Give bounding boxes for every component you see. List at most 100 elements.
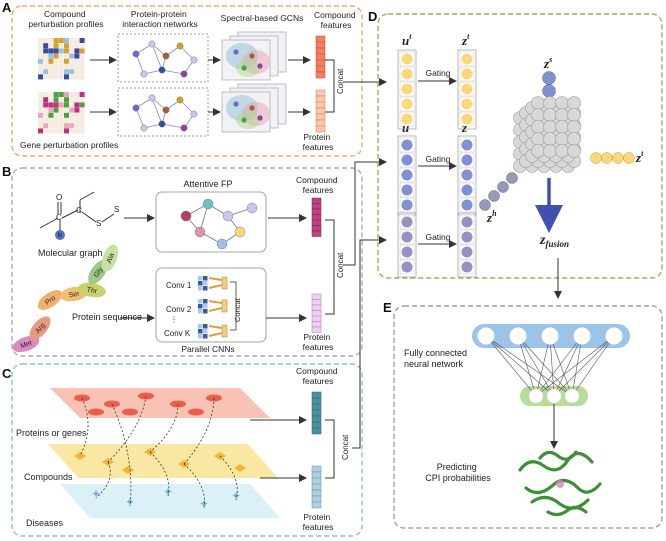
vector-cell [311, 208, 322, 215]
vector-cell [315, 59, 326, 67]
gcn-node [241, 117, 247, 123]
filter-map [208, 277, 223, 289]
vector-cell [311, 477, 322, 485]
vector-cell [311, 321, 322, 328]
tensor-bead [543, 108, 557, 122]
ppi-node [132, 50, 140, 58]
fusion-tensor [479, 71, 635, 211]
pooled-map [221, 324, 228, 338]
heatmap-cell [74, 102, 80, 108]
heatmap-cell [43, 38, 49, 43]
heatmap-cell [79, 107, 85, 113]
gcn-node [233, 101, 239, 107]
vector-cell [311, 310, 322, 317]
gene-profiles-label: Gene perturbation profiles [20, 140, 118, 150]
zs-vector-unit [461, 184, 473, 196]
c-protein-features-line1: Protein [303, 512, 330, 522]
b-protein-vector [311, 293, 322, 333]
vector-cell [315, 53, 326, 61]
fc-neuron [547, 389, 561, 403]
b-compound-features-line1: Compound [296, 175, 338, 185]
compound-profiles-label: Compound perturbation profiles [28, 9, 103, 29]
protein-node [188, 408, 204, 416]
vector-cell [311, 489, 322, 497]
zh-vector-unit [461, 246, 473, 258]
tensor-bead [543, 96, 557, 110]
filter-cell [198, 286, 203, 291]
fc-edge [485, 335, 573, 397]
heatmap-cell [69, 58, 75, 64]
filter-cell [203, 309, 208, 314]
heatmap-cell [74, 53, 80, 59]
heatmap-cell [58, 43, 64, 49]
ppi-network-2 [132, 94, 198, 132]
heatmap-cell [74, 107, 80, 113]
disease-node: ✦ [199, 497, 209, 511]
fc-neuron [477, 327, 495, 345]
ppi-node [176, 96, 184, 104]
heatmap-cell [74, 112, 80, 118]
heatmap-cell [43, 102, 49, 108]
zh-bead [497, 181, 509, 193]
b-compound-features-line2: features [303, 185, 334, 195]
tensor-bead [567, 108, 581, 122]
atom-c2: C [76, 206, 82, 215]
proteins-label: Proteins or genes [16, 428, 87, 438]
tensor-bead [567, 120, 581, 134]
heatmap-cell [58, 97, 64, 103]
molecule: O C C S S N [39, 191, 119, 240]
fc-edge [485, 335, 555, 397]
vector-cell [315, 47, 326, 55]
zh-vector-unit [461, 216, 473, 228]
tensor-bead [567, 144, 581, 158]
network-link [95, 461, 111, 499]
heatmap-cell [69, 69, 75, 75]
heatmap-cell [48, 74, 54, 80]
cnn-filters [198, 276, 237, 339]
ppi-line2: interaction networks [122, 19, 198, 29]
ppi-node [190, 110, 198, 118]
zt-vector-unit [461, 83, 473, 95]
vector-cell [315, 65, 326, 73]
heatmap-cell [74, 92, 80, 97]
us-vector-unit [401, 154, 413, 166]
fc-edge [571, 335, 615, 397]
heatmap-cell [48, 64, 54, 69]
fc-network [472, 324, 630, 406]
network-link [149, 451, 170, 497]
zt-vector-unit [461, 98, 473, 110]
vector-cell [311, 391, 322, 399]
vector-cell [315, 101, 326, 109]
heatmap-cell [74, 128, 80, 134]
zt-right-label: zt [635, 149, 644, 165]
heatmap-cell [48, 107, 54, 113]
tensor-bead [531, 132, 545, 146]
heatmap-cell [53, 53, 59, 59]
heatmap-cell [53, 58, 59, 64]
ppi-network-1 [132, 40, 198, 78]
heatmap-cell [64, 48, 69, 54]
heatmap-cell [79, 118, 85, 123]
heatmap-cell [38, 64, 43, 69]
heatmap-cell [79, 74, 85, 80]
protein-structure-image [518, 450, 602, 517]
tensor-bead [543, 120, 557, 134]
heatmap-cell [38, 112, 43, 118]
gcn-label: Spectral-based GCNs [221, 13, 304, 23]
residue-bead [78, 282, 106, 298]
convk-label: Conv K [164, 329, 191, 338]
heatmap-cell [48, 43, 54, 49]
tensor-bead [531, 96, 545, 110]
ut-vector-unit [401, 53, 413, 65]
connector-c-d [352, 236, 387, 449]
heatmap-cell [38, 92, 43, 97]
heatmap-cell [43, 123, 49, 129]
heatmap-cell [79, 58, 85, 64]
heatmap-cell [69, 48, 75, 54]
zh-vector-unit [461, 261, 473, 273]
gating-2: Gating [425, 154, 450, 164]
parallel-cnns-label: Parallel CNNs [181, 344, 234, 354]
heatmap-cell [43, 92, 49, 97]
filter-cell [203, 324, 208, 329]
